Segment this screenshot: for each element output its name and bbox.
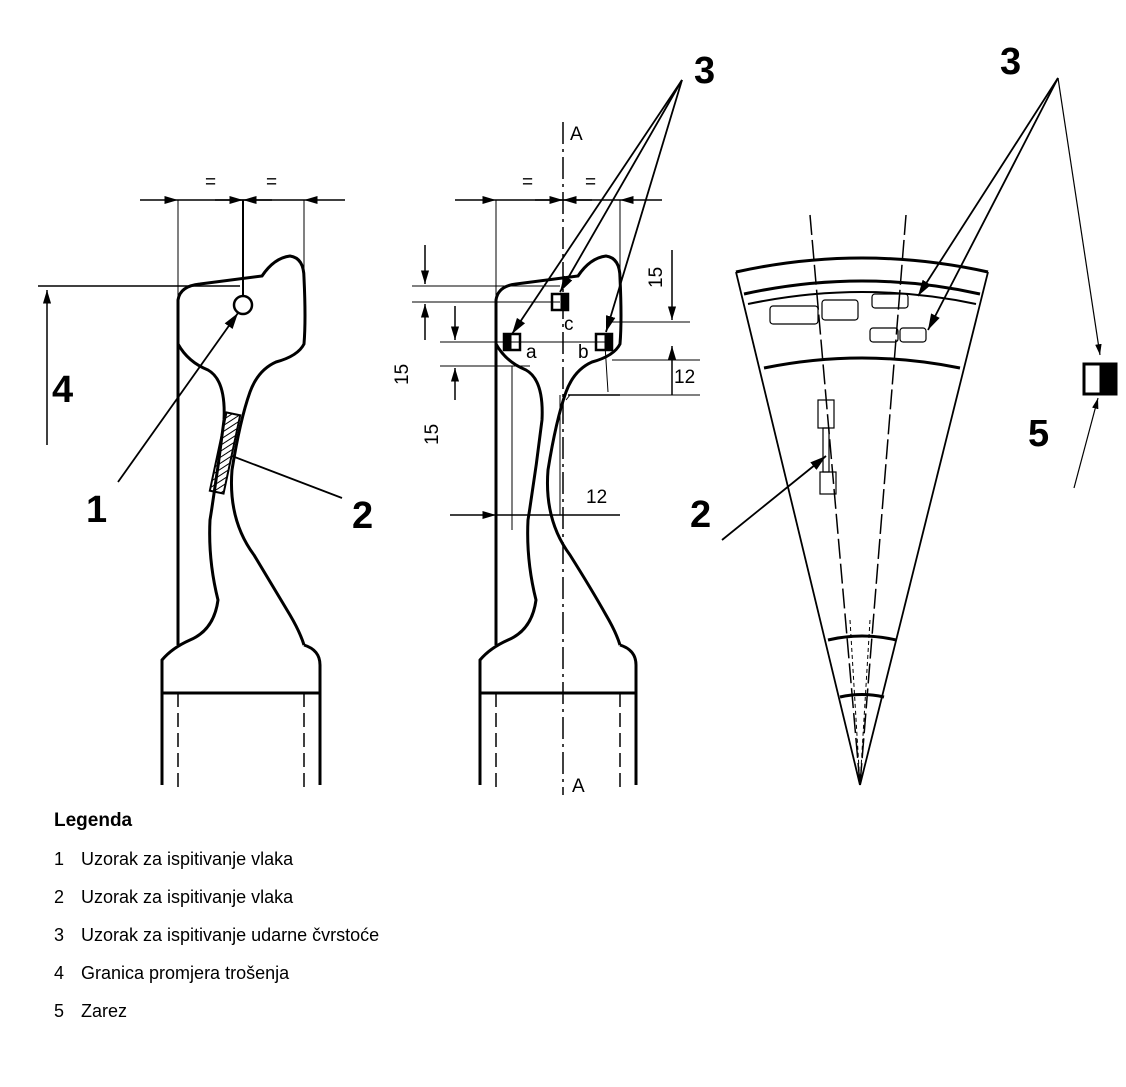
callout-2: 2 [352, 495, 373, 537]
callout-2-sector: 2 [690, 494, 711, 536]
dim-15-right: 15 [646, 267, 667, 288]
leader-3a [559, 79, 683, 293]
legend-item-text: Zarez [81, 1001, 128, 1021]
sector-inner-arc [827, 634, 897, 642]
legend-item: 1 Uzorak za ispitivanje vlaka [54, 844, 754, 882]
legend-item-text: Uzorak za ispitivanje vlaka [81, 887, 294, 907]
eq-label-2: = [266, 172, 277, 193]
eq-label-1: = [205, 172, 216, 193]
callout-4: 4 [52, 369, 73, 411]
tensile-specimen-1-marker [232, 294, 254, 316]
technical-drawing: = = 4 1 2 [38, 41, 1118, 797]
legend-item: 5 Zarez [54, 996, 754, 1034]
legend-item-number: 1 [54, 849, 65, 869]
legend-item-number: 2 [54, 887, 65, 907]
specimen-label-b: b [578, 342, 589, 363]
leader-3b [511, 79, 683, 335]
legend-item-number: 4 [54, 963, 65, 983]
wheel-profile-outline-2 [494, 254, 623, 646]
dim-12-lower: 12 [586, 487, 607, 508]
legend-item: 2 Uzorak za ispitivanje vlaka [54, 882, 754, 920]
tensile-specimen-2-marker [208, 411, 242, 495]
sector-view [721, 77, 1118, 786]
dim-12-right: 12 [674, 367, 695, 388]
section-a-bottom: A [572, 776, 585, 797]
leader-2 [231, 455, 343, 499]
sector-edge-left [735, 271, 861, 786]
callout-5: 5 [1028, 413, 1049, 455]
eq-label-3: = [522, 172, 533, 193]
dim-15-left-upper: 15 [392, 364, 413, 385]
sector-edge-right [859, 271, 989, 786]
leader-5 [1073, 397, 1099, 489]
sector-outer-arc [735, 256, 989, 274]
callout-3-center: 3 [694, 50, 715, 92]
legend-item-number: 3 [54, 925, 65, 945]
leader-1 [117, 312, 239, 483]
wheel-profile-inner [160, 343, 226, 785]
section-a-top: A [570, 124, 583, 145]
specimen-label-a: a [526, 342, 537, 363]
legend-item-number: 5 [54, 1001, 65, 1021]
callout-3-right: 3 [1000, 41, 1021, 83]
legend-item-text: Uzorak za ispitivanje udarne čvrstoće [81, 925, 380, 945]
dim-15-left-lower: 15 [422, 424, 443, 445]
profile-view-2 [412, 79, 700, 795]
legend-item-text: Uzorak za ispitivanje vlaka [81, 849, 294, 869]
eq-label-4: = [585, 172, 596, 193]
profile-view-1 [38, 195, 345, 790]
leader-3c [605, 79, 683, 333]
leader-2-sector [721, 455, 827, 541]
wheel-profile-outline [176, 254, 307, 646]
legend: Legenda 1 Uzorak za ispitivanje vlaka 2 … [54, 810, 754, 1034]
web-right-lower [303, 643, 322, 785]
wheel-profile-inner-2 [478, 343, 544, 785]
specimen-label-c: c [564, 314, 574, 335]
legend-item: 4 Granica promjera trošenja [54, 958, 754, 996]
legend-item: 3 Uzorak za ispitivanje udarne čvrstoće [54, 920, 754, 958]
legend-title: Legenda [54, 810, 133, 831]
callout-1: 1 [86, 489, 107, 531]
legend-item-text: Granica promjera trošenja [81, 963, 290, 983]
